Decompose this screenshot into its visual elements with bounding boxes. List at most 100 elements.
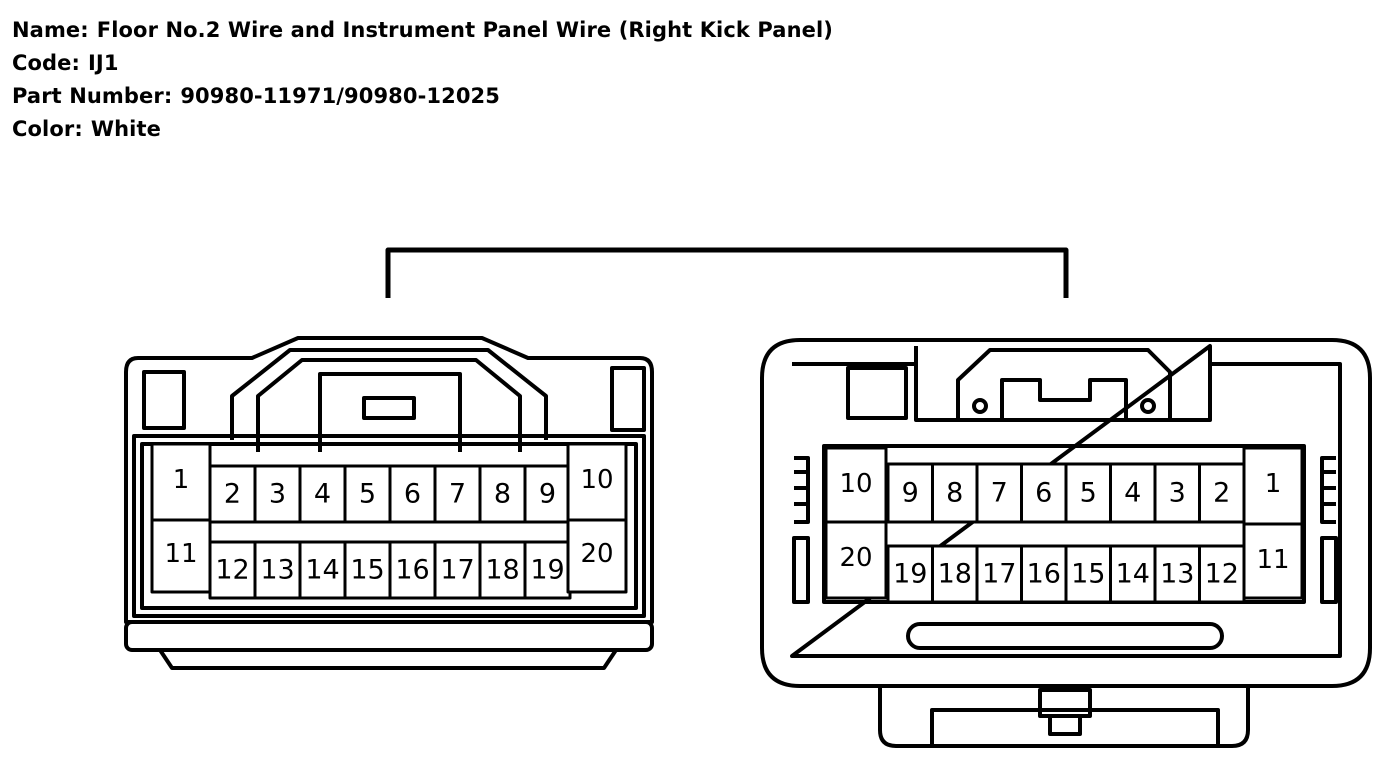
right-connector-left-latch xyxy=(794,456,810,524)
left-pin-19-number: 19 xyxy=(530,555,564,586)
right-pin-1-cavity xyxy=(1242,446,1304,526)
left-pin-11-cavity xyxy=(150,518,212,594)
part-number-line: Part Number: 90980-11971/90980-12025 xyxy=(12,80,833,113)
right-connector-lock-frame xyxy=(914,346,1212,422)
right-pin-9: 9 xyxy=(886,462,934,524)
left-pin-13: 13 xyxy=(253,540,302,600)
left-pin-8-number: 8 xyxy=(494,479,511,510)
right-connector-lock-hole-right xyxy=(1140,398,1156,414)
right-connector-lock-hole-left xyxy=(972,398,988,414)
left-pin-18-number: 18 xyxy=(485,555,519,586)
right-connector-right-side-slot xyxy=(1320,536,1338,604)
name-label: Name: xyxy=(12,18,89,42)
right-pin-14-number: 14 xyxy=(1116,559,1150,590)
left-connector-lower-rail xyxy=(124,620,654,652)
left-pin-7-number: 7 xyxy=(449,479,466,510)
right-pin-15-cavity xyxy=(1064,544,1112,604)
left-pin-2-number: 2 xyxy=(224,479,241,510)
left-pin-12-cavity xyxy=(208,540,257,600)
color-value: White xyxy=(90,117,161,141)
left-pin-2-cavity xyxy=(208,464,257,524)
left-pin-14: 14 xyxy=(298,540,347,600)
left-pin-15-cavity xyxy=(343,540,392,600)
right-pin-13: 13 xyxy=(1153,544,1201,604)
left-pin-9-number: 9 xyxy=(539,479,556,510)
left-pin-7-cavity xyxy=(433,464,482,524)
left-pin-3-cavity xyxy=(253,464,302,524)
left-pin-14-number: 14 xyxy=(305,555,339,586)
left-pin-20-number: 20 xyxy=(580,539,613,569)
right-pin-7-number: 7 xyxy=(991,478,1008,509)
left-pin-3: 3 xyxy=(253,464,302,524)
left-pin-19-cavity xyxy=(523,540,572,600)
right-connector-base xyxy=(878,686,1250,748)
right-connector-outer-shell xyxy=(760,338,1372,688)
left-pin-6-cavity xyxy=(388,464,437,524)
code-label: Code: xyxy=(12,51,81,75)
right-pin-5-cavity xyxy=(1064,462,1112,524)
right-pin-19-number: 19 xyxy=(893,559,927,590)
right-pin-14-cavity xyxy=(1109,544,1157,604)
right-pin-4: 4 xyxy=(1109,462,1157,524)
right-pin-6: 6 xyxy=(1020,462,1068,524)
left-pin-11-number: 11 xyxy=(164,539,197,569)
right-pin-20: 20 xyxy=(824,520,888,600)
right-pin-9-number: 9 xyxy=(902,478,919,509)
part-number-label: Part Number: xyxy=(12,84,173,108)
left-pin-3-number: 3 xyxy=(269,479,286,510)
left-pin-14-cavity xyxy=(298,540,347,600)
right-connector-base-tab-foot xyxy=(1048,714,1082,736)
right-pin-2: 2 xyxy=(1198,462,1246,524)
right-pin-13-cavity xyxy=(1153,544,1201,604)
left-pin-1-number: 1 xyxy=(173,465,190,495)
right-pin-19: 19 xyxy=(886,544,934,604)
part-number-value: 90980-11971/90980-12025 xyxy=(180,84,500,108)
right-pin-5-number: 5 xyxy=(1080,478,1097,509)
right-pin-12-number: 12 xyxy=(1205,559,1239,590)
right-pin-12: 12 xyxy=(1198,544,1246,604)
right-pin-8-cavity xyxy=(931,462,979,524)
right-pin-15: 15 xyxy=(1064,544,1112,604)
left-pin-10-number: 10 xyxy=(580,465,613,495)
left-pin-5: 5 xyxy=(343,464,392,524)
left-pin-4-number: 4 xyxy=(314,479,331,510)
right-pin-7-cavity xyxy=(975,462,1023,524)
right-connector-lock-slot xyxy=(1000,378,1128,420)
right-pin-3-cavity xyxy=(1153,462,1201,524)
left-pin-18-cavity xyxy=(478,540,527,600)
left-connector-left-ear xyxy=(142,370,186,430)
left-pin-13-number: 13 xyxy=(260,555,294,586)
left-pin-16-cavity xyxy=(388,540,437,600)
left-pin-2: 2 xyxy=(208,464,257,524)
right-pin-11: 11 xyxy=(1242,522,1304,600)
right-pin-10-number: 10 xyxy=(839,469,872,499)
right-pin-16: 16 xyxy=(1020,544,1068,604)
left-connector-right-ear xyxy=(610,366,646,432)
right-pin-1-number: 1 xyxy=(1265,469,1282,499)
left-pin-8: 8 xyxy=(478,464,527,524)
code-line: Code:IJ1 xyxy=(12,47,833,80)
color-line: Color: White xyxy=(12,113,833,146)
left-pin-1: 1 xyxy=(150,442,212,522)
left-pin-6-number: 6 xyxy=(404,479,421,510)
right-connector-guide-block xyxy=(846,366,908,420)
connector-info: Name:Floor No.2 Wire and Instrument Pane… xyxy=(12,14,833,146)
left-connector-bottom-lip xyxy=(158,648,618,670)
left-pin-20-cavity xyxy=(566,518,628,594)
color-label: Color: xyxy=(12,117,83,141)
right-pin-6-number: 6 xyxy=(1035,478,1052,509)
left-pin-4: 4 xyxy=(298,464,347,524)
right-connector-key-slot xyxy=(906,622,1224,650)
left-pin-16: 16 xyxy=(388,540,437,600)
left-pin-7: 7 xyxy=(433,464,482,524)
left-connector-lock-arm xyxy=(256,358,522,452)
right-connector-base-tab xyxy=(1038,688,1092,718)
right-connector-left-side-slot xyxy=(792,536,810,604)
left-pin-16-number: 16 xyxy=(395,555,429,586)
right-pin-20-cavity xyxy=(824,520,888,600)
left-pin-17: 17 xyxy=(433,540,482,600)
left-pin-17-number: 17 xyxy=(440,555,474,586)
